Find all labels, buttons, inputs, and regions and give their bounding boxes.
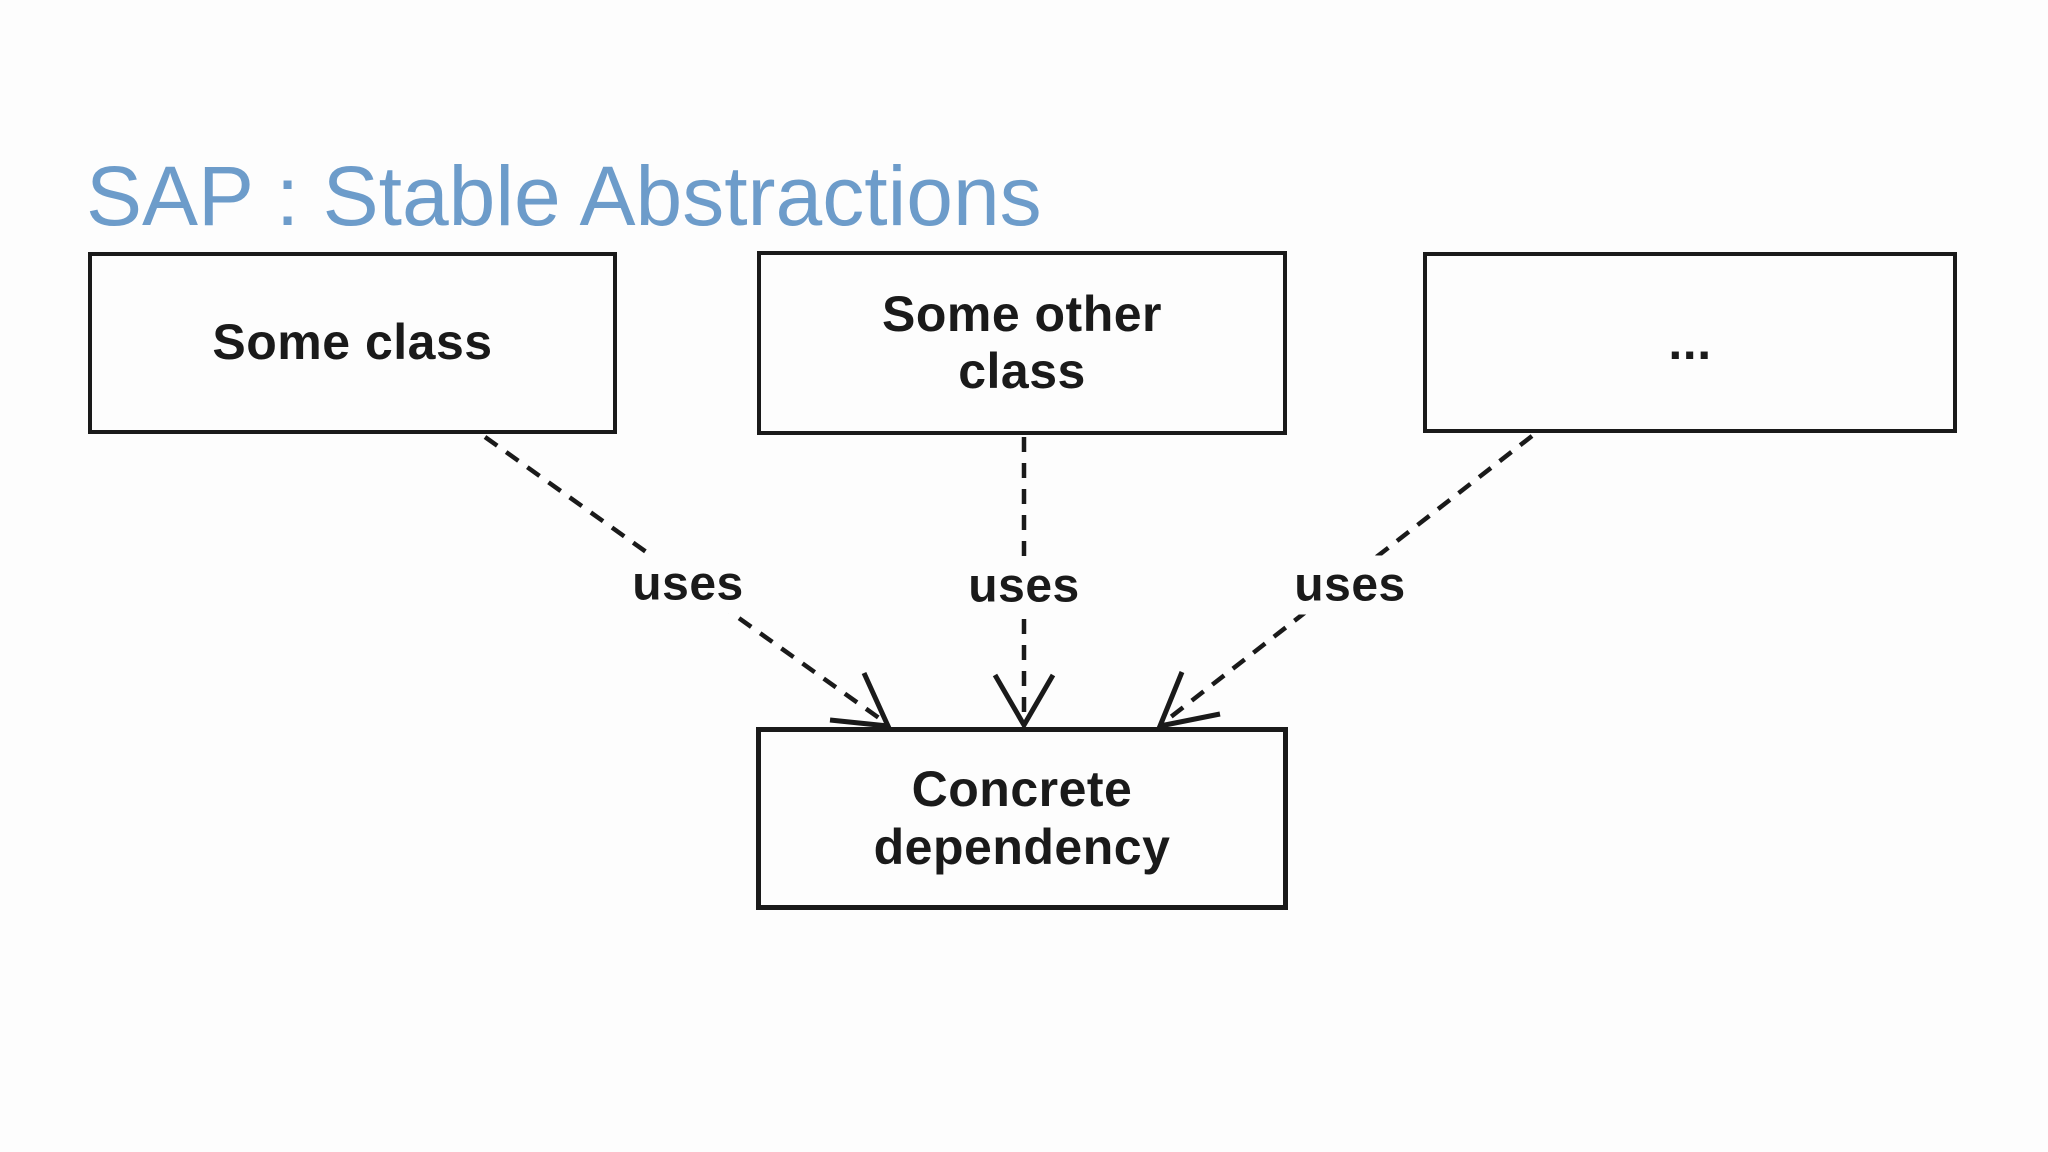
page-title: SAP : Stable Abstractions: [86, 149, 1042, 244]
class-box-ellipsis: ...: [1423, 252, 1957, 433]
class-box-some-class: Some class: [88, 252, 617, 434]
class-box-some-other-class: Some other class: [757, 251, 1287, 435]
class-box-label: Concrete dependency: [873, 761, 1171, 875]
edge-label-uses-3: uses: [1282, 555, 1418, 615]
class-box-concrete-dependency: Concrete dependency: [756, 727, 1288, 910]
open-arrowhead-icon: [1155, 671, 1221, 730]
edge-label-uses-2: uses: [956, 556, 1092, 616]
edge-label-uses-1: uses: [620, 554, 756, 614]
open-arrowhead-icon: [829, 671, 893, 729]
class-box-label: ...: [1668, 313, 1712, 370]
open-arrowhead-icon: [992, 673, 1056, 730]
class-box-label: Some class: [212, 314, 493, 371]
class-box-label: Some other class: [881, 285, 1163, 400]
